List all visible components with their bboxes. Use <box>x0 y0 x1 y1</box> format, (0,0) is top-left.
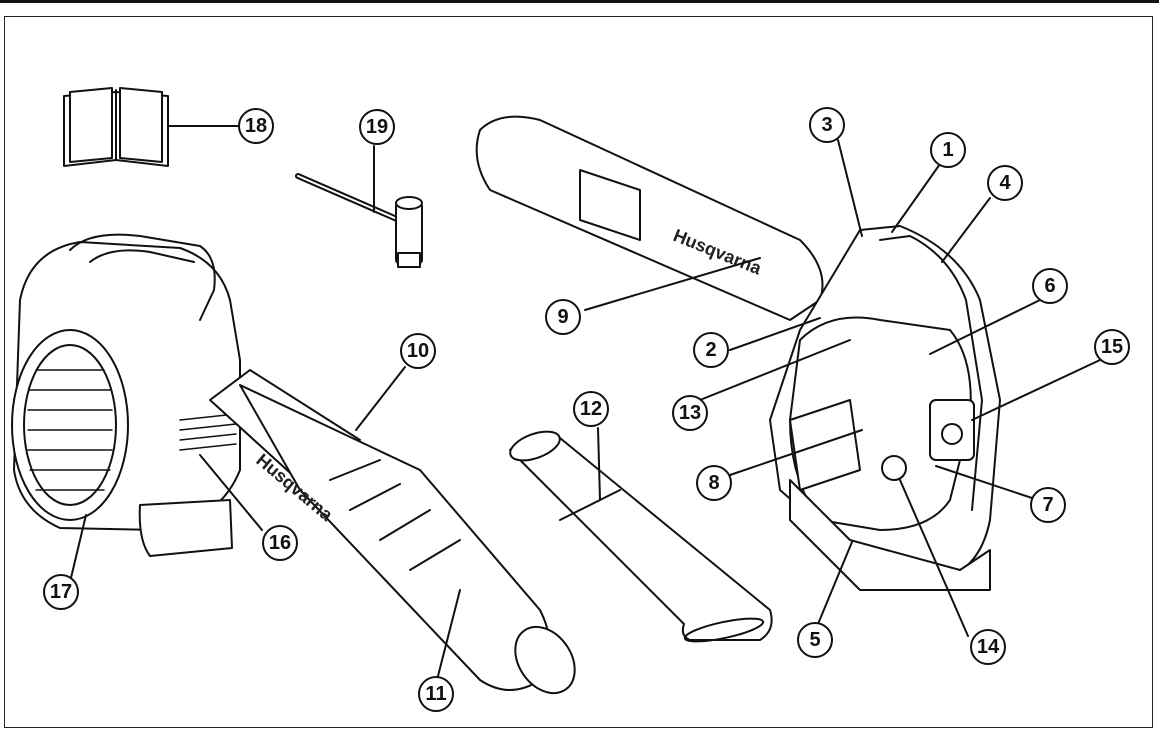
callout-12: 12 <box>573 391 609 427</box>
top-rule <box>0 0 1159 3</box>
callout-7: 7 <box>1030 487 1066 523</box>
callout-16: 16 <box>262 525 298 561</box>
callout-17: 17 <box>43 574 79 610</box>
callout-11: 11 <box>418 676 454 712</box>
blower-right-view: Husqvarna <box>475 115 1101 637</box>
combination-wrench-illustration <box>295 145 423 268</box>
manual-book-illustration <box>63 87 239 167</box>
callout-6: 6 <box>1032 268 1068 304</box>
callout-4: 4 <box>987 165 1023 201</box>
callout-19: 19 <box>359 109 395 145</box>
callout-10: 10 <box>400 333 436 369</box>
nozzle-illustration <box>509 427 773 643</box>
callout-8: 8 <box>696 465 732 501</box>
callout-15: 15 <box>1094 329 1130 365</box>
callout-18: 18 <box>238 108 274 144</box>
callout-13: 13 <box>672 395 708 431</box>
callout-3: 3 <box>809 107 845 143</box>
blower-left-view: Husqvarna <box>11 233 576 695</box>
callout-14: 14 <box>970 629 1006 665</box>
callout-5: 5 <box>797 622 833 658</box>
callout-2: 2 <box>693 332 729 368</box>
callout-9: 9 <box>545 299 581 335</box>
callout-1: 1 <box>930 132 966 168</box>
